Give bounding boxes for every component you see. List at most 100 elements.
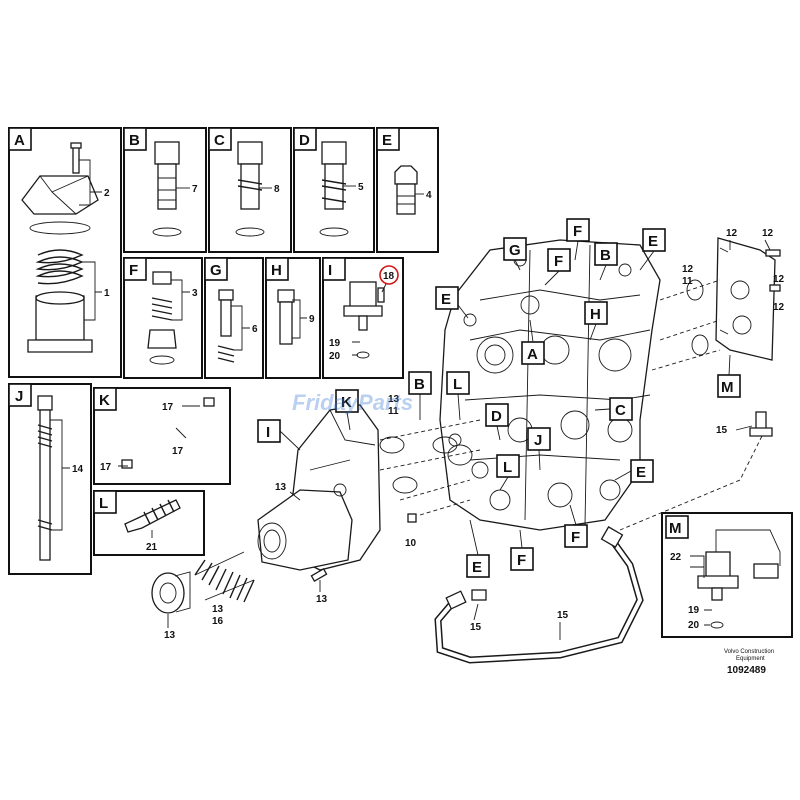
alignment-lines-left — [379, 419, 481, 516]
cover-housing — [257, 404, 381, 571]
panel-i-number-20: 20 — [329, 351, 341, 362]
watermark: FridayParts — [292, 390, 413, 415]
tag-j: J — [534, 432, 542, 449]
panel-l: L 21 — [93, 490, 205, 556]
number-12-b: 12 — [762, 228, 774, 239]
footer-id: 1092489 — [727, 665, 766, 676]
number-12-d: 12 — [773, 302, 785, 313]
panel-k: K 17 17 17 — [93, 387, 231, 485]
main-numbers: 12 12 12 12 12 11 13 11 15 13 10 13 13 1… — [164, 228, 785, 641]
panel-b-number-7: 7 — [192, 184, 198, 195]
tag-h: H — [590, 306, 601, 323]
panel-k-label: K — [99, 392, 110, 409]
panel-l-label: L — [99, 495, 108, 512]
number-11: 11 — [682, 276, 693, 287]
number-13-d: 13 — [212, 604, 224, 615]
panel-h-label: H — [271, 262, 282, 279]
number-13-a: 13 — [388, 394, 400, 405]
number-15-c: 15 — [557, 610, 569, 621]
seal-rings — [379, 436, 473, 494]
number-12-a: 12 — [726, 228, 738, 239]
watermark-text: FridayParts — [292, 390, 413, 415]
panel-g-label: G — [210, 262, 222, 279]
panel-a: A 2 1 — [8, 127, 122, 378]
panel-l-number-21: 21 — [146, 542, 158, 553]
panel-k-number-17c: 17 — [100, 462, 112, 473]
panel-g: G 6 — [204, 257, 264, 379]
tag-m: M — [721, 379, 734, 396]
tag-d: D — [491, 408, 502, 425]
panel-f: F 3 — [123, 257, 203, 379]
panel-b: B 7 — [123, 127, 207, 253]
tag-c: C — [615, 402, 626, 419]
panel-h: H 9 — [265, 257, 321, 379]
tag-e-top: E — [648, 233, 658, 250]
panel-b-label: B — [129, 132, 140, 149]
panel-c-number-8: 8 — [274, 184, 280, 195]
alignment-lines-right — [619, 429, 766, 531]
tag-e-right: E — [636, 464, 646, 481]
panel-d-label: D — [299, 132, 310, 149]
panel-a-number-1: 1 — [104, 288, 110, 299]
tag-f-right: F — [571, 529, 580, 546]
panel-e: E 4 — [376, 127, 439, 253]
tag-b-top: B — [600, 247, 611, 264]
footer-line2: Equipment — [736, 656, 765, 662]
tag-g: G — [509, 242, 521, 259]
panel-i-label: I — [328, 262, 332, 279]
panel-g-number-6: 6 — [252, 324, 258, 335]
footer-line1: Volvo Construction — [724, 649, 774, 655]
panel-m-number-22: 22 — [670, 552, 682, 563]
panel-m-number-19: 19 — [688, 605, 700, 616]
number-15-b: 15 — [470, 622, 482, 633]
panel-c-label: C — [214, 132, 225, 149]
panel-k-number-17a: 17 — [162, 402, 174, 413]
panel-j-label: J — [15, 388, 23, 405]
panel-m-label: M — [669, 520, 682, 537]
tag-f-bottom: F — [517, 552, 526, 569]
highlight-circle — [379, 265, 399, 285]
number-13-c: 13 — [316, 594, 328, 605]
tag-f-top: F — [573, 223, 582, 240]
panel-m: M 22 19 20 — [661, 512, 793, 638]
panel-a-spring — [35, 249, 84, 285]
bolt-13 — [310, 568, 328, 582]
panel-e-label: E — [382, 132, 392, 149]
plug-10 — [407, 513, 417, 523]
tag-k: K — [341, 394, 352, 411]
end-plate — [686, 237, 781, 361]
panel-h-number-9: 9 — [309, 314, 315, 325]
panel-f-label: F — [129, 262, 138, 279]
tag-a: A — [527, 346, 538, 363]
panel-i-number-19: 19 — [329, 338, 341, 349]
panel-a-label: A — [14, 132, 25, 149]
number-11-b: 11 — [388, 406, 399, 417]
panel-i-number-18: 18 — [383, 271, 395, 282]
valve-body — [439, 239, 661, 531]
tag-e-left: E — [441, 291, 451, 308]
tag-l-mid: L — [503, 459, 512, 476]
plug-13 — [151, 571, 191, 614]
panel-f-number-3: 3 — [192, 288, 198, 299]
panel-j-number-14: 14 — [72, 464, 84, 475]
panel-m-number-20: 20 — [688, 620, 700, 631]
panel-c: C 8 — [208, 127, 292, 253]
number-16: 16 — [212, 616, 224, 627]
footer: Volvo Construction Equipment 1092489 — [724, 649, 774, 676]
panel-i: I 19 20 18 — [322, 257, 404, 379]
panel-d-number-5: 5 — [358, 182, 364, 193]
alignment-lines — [651, 279, 721, 371]
panel-j: J 14 — [8, 383, 92, 575]
hose-15 — [434, 526, 644, 664]
number-13-b: 13 — [275, 482, 287, 493]
number-12-e: 12 — [682, 264, 694, 275]
tag-e-bottom: E — [472, 559, 482, 576]
number-12-c: 12 — [773, 274, 785, 285]
number-15-a: 15 — [716, 425, 728, 436]
panel-e-number-4: 4 — [426, 190, 432, 201]
tag-l-top: L — [453, 376, 462, 393]
main-tags: G F F B E E H A C D J L L B K I E E F — [257, 218, 741, 578]
tag-b-mid: B — [414, 376, 425, 393]
